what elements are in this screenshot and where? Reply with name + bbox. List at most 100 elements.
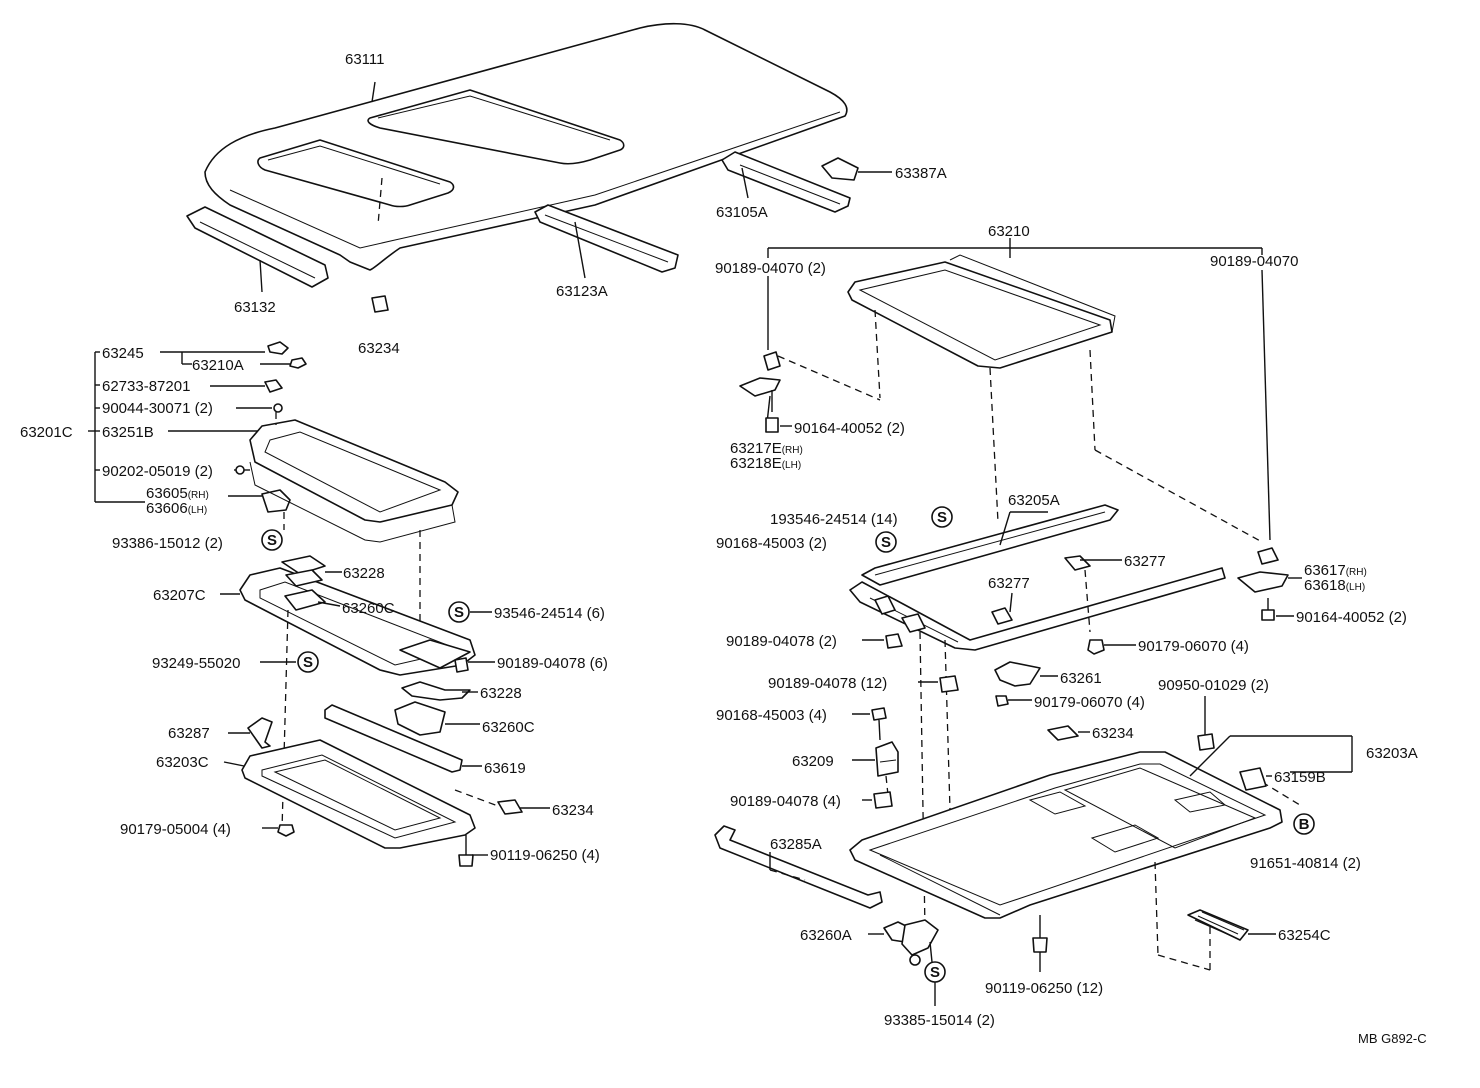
part-63251B-glass-lid	[249, 412, 459, 625]
part-63285A-drain-seal	[714, 825, 883, 909]
bolt-90119-right	[1032, 915, 1048, 972]
label-93385-15014: 93385-15014 (2)	[884, 1012, 995, 1029]
s-mark-93385: S	[930, 964, 940, 981]
nut-90179-4b	[995, 695, 1032, 707]
label-63618-lh: (LH)	[1346, 582, 1365, 593]
label-63605-num: 63605	[146, 485, 188, 502]
label-63228-a: 63228	[343, 565, 385, 582]
part-63387A-clip	[821, 157, 892, 181]
label-90950-01029: 90950-01029 (2)	[1158, 677, 1269, 694]
part-63254C-filter	[1187, 909, 1276, 941]
label-63234-top: 63234	[358, 340, 400, 357]
grommet-90950	[1197, 733, 1215, 751]
label-63260C-a: 63260C	[342, 600, 395, 617]
part-63228-b	[401, 681, 478, 701]
washer-icon	[235, 465, 245, 475]
label-63159B: 63159B	[1274, 769, 1326, 786]
bolt-90119-left	[458, 835, 488, 867]
part-63207C-drive-frame	[220, 555, 476, 831]
part-63203A-housing	[849, 735, 1353, 971]
nut-90179-4a	[1087, 639, 1136, 655]
label-93546-24514: 93546-24514 (6)	[494, 605, 605, 622]
s-mark-193546: S	[937, 509, 947, 526]
label-90189-04070-2: 90189-04070 (2)	[715, 260, 826, 277]
label-63207C: 63207C	[153, 587, 206, 604]
part-63203C-housing	[223, 739, 550, 849]
label-63617-rh: (RH)	[1346, 567, 1367, 578]
label-63218E-lh: (LH)	[782, 460, 801, 471]
label-63218E-num: 63218E	[730, 455, 782, 472]
label-193546-24514: 193546-24514 (14)	[770, 511, 898, 528]
label-63210A: 63210A	[192, 357, 244, 374]
label-63606-lh: (LH)	[188, 505, 207, 516]
label-90119-06250-right: 90119-06250 (12)	[985, 980, 1103, 997]
s-symbol-93249: S	[297, 651, 319, 673]
label-63217E-rh: (RH)	[782, 445, 803, 456]
label-90202-05019: 90202-05019 (2)	[102, 463, 213, 480]
label-63105A: 63105A	[716, 204, 768, 221]
label-63260C-b: 63260C	[482, 719, 535, 736]
label-90044-30071: 90044-30071 (2)	[102, 400, 213, 417]
label-63251B: 63251B	[102, 424, 154, 441]
label-90164-40052-a: 90164-40052 (2)	[794, 420, 905, 437]
label-63205A: 63205A	[1008, 492, 1060, 509]
label-63218E: 63218E(LH)	[730, 455, 801, 472]
b-symbol-91651: B	[1293, 813, 1315, 835]
part-63205A-guide-rail	[861, 504, 1119, 586]
label-63277-a: 63277	[1124, 553, 1166, 570]
left-bracket-63201C	[88, 351, 292, 503]
label-63606: 63606(LH)	[146, 500, 207, 517]
label-63606-num: 63606	[146, 500, 188, 517]
s-symbol-93386: S	[261, 529, 283, 551]
label-63245: 63245	[102, 345, 144, 362]
label-90189-04078-12: 90189-04078 (12)	[768, 675, 887, 692]
part-63209-guide-block	[852, 741, 899, 796]
part-63260C-b	[394, 701, 480, 736]
label-63210: 63210	[988, 223, 1030, 240]
label-63254C: 63254C	[1278, 927, 1331, 944]
label-90164-40052-b: 90164-40052 (2)	[1296, 609, 1407, 626]
label-63260A: 63260A	[800, 927, 852, 944]
s-symbol-90168: S	[875, 531, 897, 553]
s-mark-90168: S	[881, 534, 891, 551]
label-63277-b: 63277	[988, 575, 1030, 592]
label-63234-right: 63234	[1092, 725, 1134, 742]
label-63605: 63605(RH)	[146, 485, 209, 502]
label-63123A: 63123A	[556, 283, 608, 300]
right-bracket-63210	[767, 238, 1271, 541]
s-symbol-93546: S	[448, 601, 470, 623]
label-63111: 63111	[345, 51, 385, 68]
b-mark-91651: B	[1299, 816, 1310, 833]
screw-90168-4	[852, 707, 887, 741]
label-63209: 63209	[792, 753, 834, 770]
label-63132: 63132	[234, 299, 276, 316]
label-63387A: 63387A	[895, 165, 947, 182]
s-mark-93249: S	[303, 654, 313, 671]
label-63617-num: 63617	[1304, 562, 1346, 579]
label-90189-04078-2: 90189-04078 (2)	[726, 633, 837, 650]
label-90168-45003-4: 90168-45003 (4)	[716, 707, 827, 724]
label-63203C: 63203C	[156, 754, 209, 771]
label-63217E: 63217E(RH)	[730, 440, 803, 457]
label-90179-06070-4a: 90179-06070 (4)	[1138, 638, 1249, 655]
label-63203A: 63203A	[1366, 745, 1418, 762]
part-63287-bracket	[228, 717, 273, 749]
bolt-90189-6	[454, 657, 495, 673]
drawing-code: MB G892-C	[1358, 1031, 1427, 1046]
s-mark-93386: S	[267, 532, 277, 549]
label-63201C: 63201C	[20, 424, 73, 441]
part-63619-seal	[324, 704, 482, 773]
label-63618: 63618(LH)	[1304, 577, 1365, 594]
label-63287: 63287	[168, 725, 210, 742]
label-90168-45003-2: 90168-45003 (2)	[716, 535, 827, 552]
label-63618-num: 63618	[1304, 577, 1346, 594]
label-63234-left: 63234	[552, 802, 594, 819]
part-63234-top-pad	[371, 295, 389, 313]
label-93249-55020: 93249-55020	[152, 655, 240, 672]
part-63210-glass	[847, 254, 1263, 543]
label-90189-04078-4: 90189-04078 (4)	[730, 793, 841, 810]
nut-90189-2	[862, 633, 903, 649]
parts-63217E-63218E-hinge	[739, 351, 881, 433]
label-90119-06250-left: 90119-06250 (4)	[490, 847, 600, 864]
